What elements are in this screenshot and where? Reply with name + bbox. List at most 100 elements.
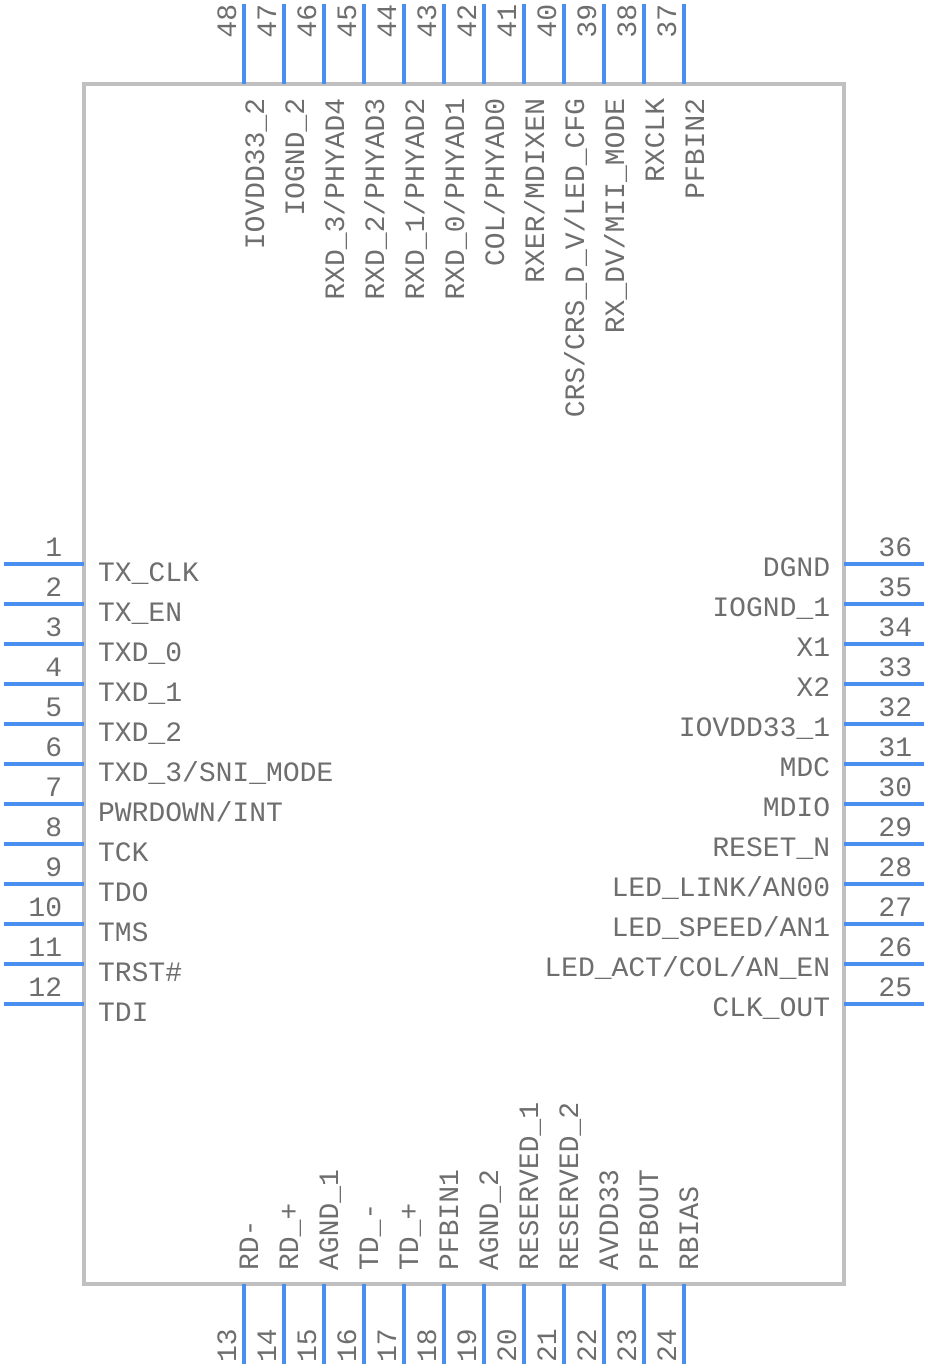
pin-number: 12 bbox=[28, 974, 62, 1005]
pin-number: 32 bbox=[878, 694, 912, 725]
pin-number: 16 bbox=[334, 1328, 365, 1362]
pin-label: LED_LINK/AN00 bbox=[612, 874, 830, 905]
pin-label: TDO bbox=[98, 879, 148, 910]
pin-number: 46 bbox=[294, 4, 325, 38]
pin-number: 10 bbox=[28, 894, 62, 925]
pin-label: TD_+ bbox=[396, 1203, 427, 1270]
pin-label: RXD_1/PHYAD2 bbox=[402, 98, 433, 300]
pin-number: 24 bbox=[654, 1328, 685, 1362]
pins-left: 1TX_CLK2TX_EN3TXD_04TXD_15TXD_26TXD_3/SN… bbox=[4, 534, 333, 1030]
pin-number: 1 bbox=[45, 534, 62, 565]
pin-number: 48 bbox=[214, 4, 245, 38]
pin-number: 34 bbox=[878, 614, 912, 645]
pin-label: TXD_3/SNI_MODE bbox=[98, 759, 333, 790]
pin-number: 2 bbox=[45, 574, 62, 605]
pin-number: 4 bbox=[45, 654, 62, 685]
pin-number: 25 bbox=[878, 974, 912, 1005]
pin-label: TMS bbox=[98, 919, 148, 950]
pin-number: 15 bbox=[294, 1328, 325, 1362]
pin-2: 2TX_EN bbox=[4, 574, 182, 630]
pin-number: 23 bbox=[614, 1328, 645, 1362]
pin-number: 35 bbox=[878, 574, 912, 605]
pin-label: IOVDD33_2 bbox=[242, 98, 273, 249]
pin-label: LED_ACT/COL/AN_EN bbox=[544, 954, 830, 985]
pin-number: 3 bbox=[45, 614, 62, 645]
pin-label: X1 bbox=[796, 634, 830, 665]
pins-bottom: 13RD-14RD_+15AGND_116TD_-17TD_+18PFBIN11… bbox=[214, 1102, 707, 1364]
pin-label: TCK bbox=[98, 839, 149, 870]
pin-label: PFBIN1 bbox=[436, 1169, 467, 1270]
pin-label: X2 bbox=[796, 674, 830, 705]
pin-number: 7 bbox=[45, 774, 62, 805]
pin-label: RXD_3/PHYAD4 bbox=[322, 98, 353, 300]
pin-number: 22 bbox=[574, 1328, 605, 1362]
component-body bbox=[82, 82, 846, 1286]
pin-number: 26 bbox=[878, 934, 912, 965]
pin-label: RXCLK bbox=[642, 98, 673, 182]
pin-number: 39 bbox=[574, 4, 605, 38]
pin-label: IOGND_2 bbox=[282, 98, 313, 216]
pin-label: TX_CLK bbox=[98, 559, 199, 590]
pin-number: 9 bbox=[45, 854, 62, 885]
pin-number: 38 bbox=[614, 4, 645, 38]
pin-label: TXD_0 bbox=[98, 639, 182, 670]
pin-number: 28 bbox=[878, 854, 912, 885]
pin-label: MDIO bbox=[763, 794, 830, 825]
pin-number: 21 bbox=[534, 1328, 565, 1362]
pin-label: PWRDOWN/INT bbox=[98, 799, 283, 830]
pin-label: MDC bbox=[780, 754, 830, 785]
pin-label: TDI bbox=[98, 999, 148, 1030]
pin-label: RESERVED_2 bbox=[556, 1102, 587, 1270]
pin-number: 31 bbox=[878, 734, 912, 765]
pin-number: 29 bbox=[878, 814, 912, 845]
pin-label: CLK_OUT bbox=[712, 994, 830, 1025]
pin-number: 17 bbox=[374, 1328, 405, 1362]
pin-number: 6 bbox=[45, 734, 62, 765]
pin-21: 21 RESERVED_2 bbox=[534, 1102, 587, 1364]
pin-17: 17 TD_+ bbox=[374, 1203, 427, 1364]
pin-label: RESET_N bbox=[712, 834, 830, 865]
pins-right: 36DGND35IOGND_134X133X232IOVDD33_131MDC3… bbox=[544, 534, 924, 1025]
pin-number: 19 bbox=[454, 1328, 485, 1362]
pin-number: 8 bbox=[45, 814, 62, 845]
pins-top: 48IOVDD33_247IOGND_246RXD_3/PHYAD445RXD_… bbox=[214, 4, 713, 417]
pin-label: RXER/MDIXEN bbox=[522, 98, 553, 283]
pin-label: DGND bbox=[763, 554, 830, 585]
